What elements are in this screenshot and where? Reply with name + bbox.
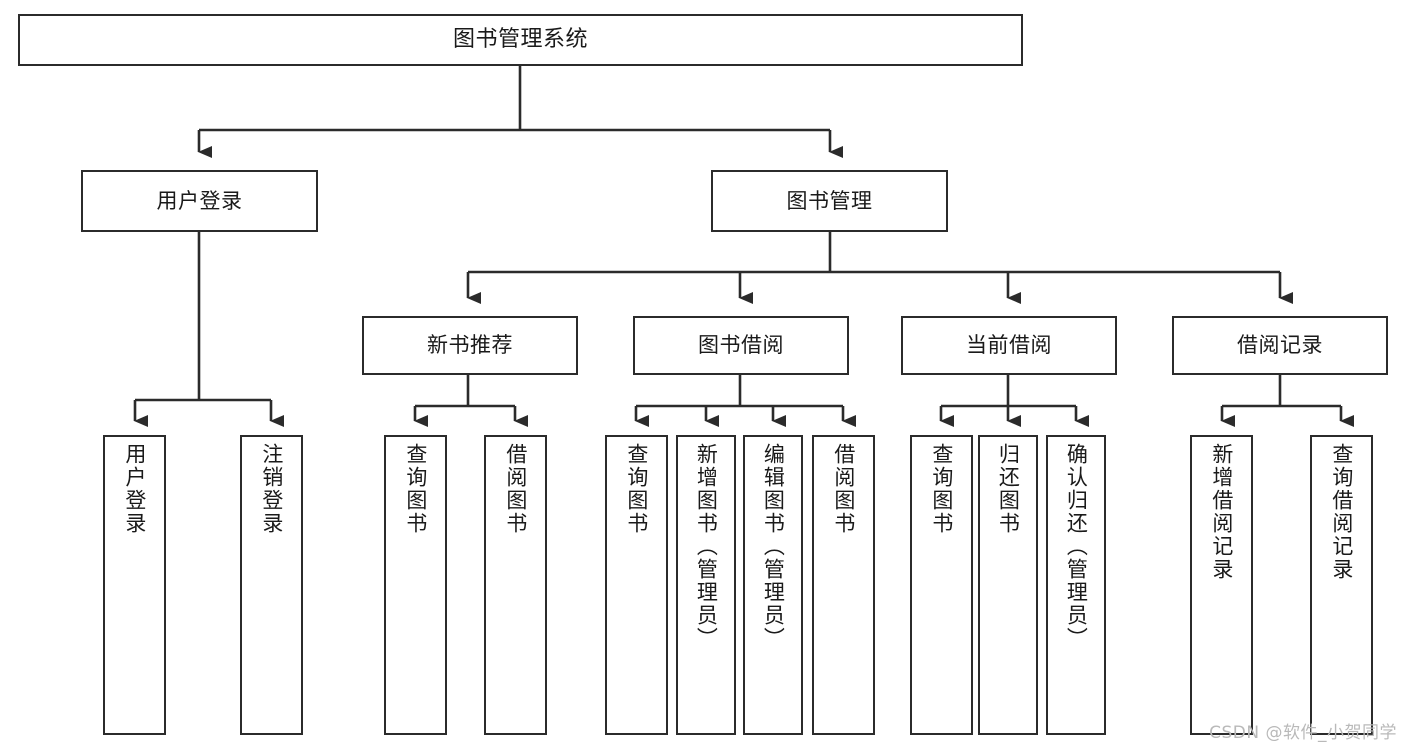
leaf-add-record[interactable]: 新增借阅记录 <box>1190 435 1253 735</box>
leaf-confirm-return[interactable]: 确认归还（管理员） <box>1046 435 1106 735</box>
leaf-borrow-book-1-label: 借阅图书 <box>503 443 528 535</box>
csdn-watermark: CSDN @软件_小贺同学 <box>1209 723 1397 743</box>
leaf-logout-label: 注销登录 <box>259 443 284 535</box>
leaf-query-book-2-label: 查询图书 <box>624 443 649 535</box>
node-book-borrow[interactable]: 图书借阅 <box>633 316 849 375</box>
leaf-query-book-3[interactable]: 查询图书 <box>910 435 973 735</box>
leaf-add-record-label: 新增借阅记录 <box>1209 443 1234 581</box>
leaf-user-login[interactable]: 用户登录 <box>103 435 166 735</box>
leaf-query-book-1[interactable]: 查询图书 <box>384 435 447 735</box>
node-current-borrow[interactable]: 当前借阅 <box>901 316 1117 375</box>
leaf-query-record[interactable]: 查询借阅记录 <box>1310 435 1373 735</box>
node-book-manage[interactable]: 图书管理 <box>711 170 948 232</box>
node-user-login[interactable]: 用户登录 <box>81 170 318 232</box>
node-new-book-recommend-label: 新书推荐 <box>427 333 513 358</box>
leaf-return-book-label: 归还图书 <box>996 443 1021 535</box>
node-user-login-label: 用户登录 <box>156 188 243 213</box>
node-new-book-recommend[interactable]: 新书推荐 <box>362 316 578 375</box>
leaf-add-book[interactable]: 新增图书（管理员） <box>676 435 736 735</box>
leaf-confirm-return-label: 确认归还（管理员） <box>1064 443 1089 650</box>
node-book-manage-label: 图书管理 <box>786 188 873 213</box>
leaf-edit-book-label: 编辑图书（管理员） <box>761 443 786 650</box>
leaf-query-book-1-label: 查询图书 <box>403 443 428 535</box>
node-root-system[interactable]: 图书管理系统 <box>18 14 1023 66</box>
leaf-user-login-label: 用户登录 <box>122 443 147 535</box>
leaf-logout[interactable]: 注销登录 <box>240 435 303 735</box>
leaf-borrow-book-2-label: 借阅图书 <box>831 443 856 535</box>
node-book-borrow-label: 图书借阅 <box>698 333 784 358</box>
leaf-add-book-label: 新增图书（管理员） <box>694 443 719 650</box>
node-borrow-record[interactable]: 借阅记录 <box>1172 316 1388 375</box>
leaf-query-record-label: 查询借阅记录 <box>1329 443 1354 581</box>
leaf-edit-book[interactable]: 编辑图书（管理员） <box>743 435 803 735</box>
leaf-query-book-2[interactable]: 查询图书 <box>605 435 668 735</box>
leaf-return-book[interactable]: 归还图书 <box>978 435 1038 735</box>
leaf-borrow-book-1[interactable]: 借阅图书 <box>484 435 547 735</box>
node-current-borrow-label: 当前借阅 <box>966 333 1052 358</box>
node-borrow-record-label: 借阅记录 <box>1237 333 1323 358</box>
node-root-system-label: 图书管理系统 <box>452 27 588 53</box>
leaf-borrow-book-2[interactable]: 借阅图书 <box>812 435 875 735</box>
leaf-query-book-3-label: 查询图书 <box>929 443 954 535</box>
